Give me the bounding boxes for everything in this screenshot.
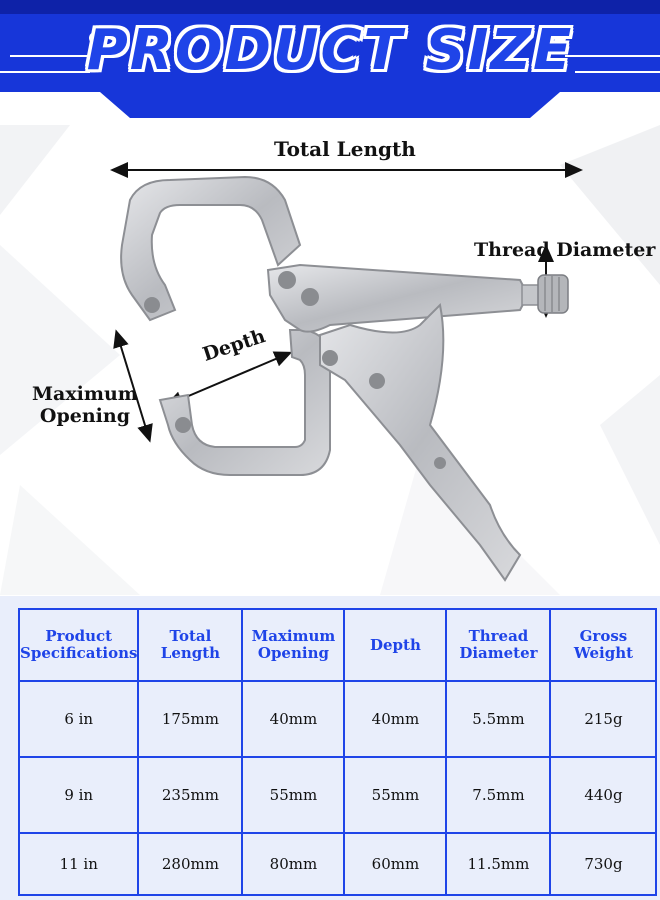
cell-maximum-opening: 40mm	[241, 680, 346, 758]
page-title: PRODUCT SIZE	[86, 18, 574, 83]
header-total-length: Total Length	[137, 608, 244, 682]
header-line: Product	[45, 627, 113, 645]
table-row: 9 in 235mm 55mm 55mm 7.5mm 440g	[17, 756, 658, 834]
header-line: Diameter	[459, 644, 538, 662]
cell-gross-weight: 730g	[549, 832, 658, 896]
maximum-opening-arrow	[113, 329, 153, 443]
header-depth: Depth	[343, 608, 448, 682]
cell-total-length: 175mm	[137, 680, 244, 758]
cell-thread-diameter: 5.5mm	[445, 680, 552, 758]
header-gross-weight: Gross Weight	[549, 608, 658, 682]
header-line: Depth	[370, 635, 421, 654]
maximum-opening-label-line1: Maximum	[32, 383, 138, 405]
table-row: 11 in 280mm 80mm 60mm 11.5mm 730g	[17, 832, 658, 896]
maximum-opening-label: Maximum Opening	[32, 383, 138, 427]
cell-size: 11 in	[17, 832, 140, 896]
thread-diameter-label: Thread Diameter	[474, 239, 656, 261]
table-header-row: Product Specifications Total Length Maxi…	[17, 608, 658, 682]
header-product-specifications: Product Specifications	[17, 608, 140, 682]
header-maximum-opening: Maximum Opening	[241, 608, 346, 682]
cell-depth: 55mm	[343, 756, 448, 834]
cell-size: 9 in	[17, 756, 140, 834]
cell-maximum-opening: 55mm	[241, 756, 346, 834]
cell-thread-diameter: 11.5mm	[445, 832, 552, 896]
header-banner	[0, 0, 660, 125]
c-clamp-pliers-illustration	[110, 162, 583, 582]
header-line: Thread	[468, 627, 529, 645]
table-row: 6 in 175mm 40mm 40mm 5.5mm 215g	[17, 680, 658, 758]
cell-depth: 60mm	[343, 832, 448, 896]
specifications-table: Product Specifications Total Length Maxi…	[17, 608, 658, 896]
cell-thread-diameter: 7.5mm	[445, 756, 552, 834]
header-line: Specifications	[20, 644, 138, 662]
total-length-label: Total Length	[274, 137, 416, 161]
header-line: Gross Weight	[573, 627, 634, 662]
cell-depth: 40mm	[343, 680, 448, 758]
cell-gross-weight: 215g	[549, 680, 658, 758]
header-thread-diameter: Thread Diameter	[445, 608, 552, 682]
header-line: Opening	[257, 644, 329, 662]
cell-total-length: 235mm	[137, 756, 244, 834]
maximum-opening-label-line2: Opening	[39, 405, 130, 427]
cell-size: 6 in	[17, 680, 140, 758]
depth-arrow	[164, 351, 293, 407]
header-line: Total Length	[160, 627, 221, 662]
specifications-section: Product Specifications Total Length Maxi…	[0, 596, 660, 900]
cell-gross-weight: 440g	[549, 756, 658, 834]
cell-total-length: 280mm	[137, 832, 244, 896]
cell-maximum-opening: 80mm	[241, 832, 346, 896]
header-line: Maximum	[251, 627, 336, 645]
